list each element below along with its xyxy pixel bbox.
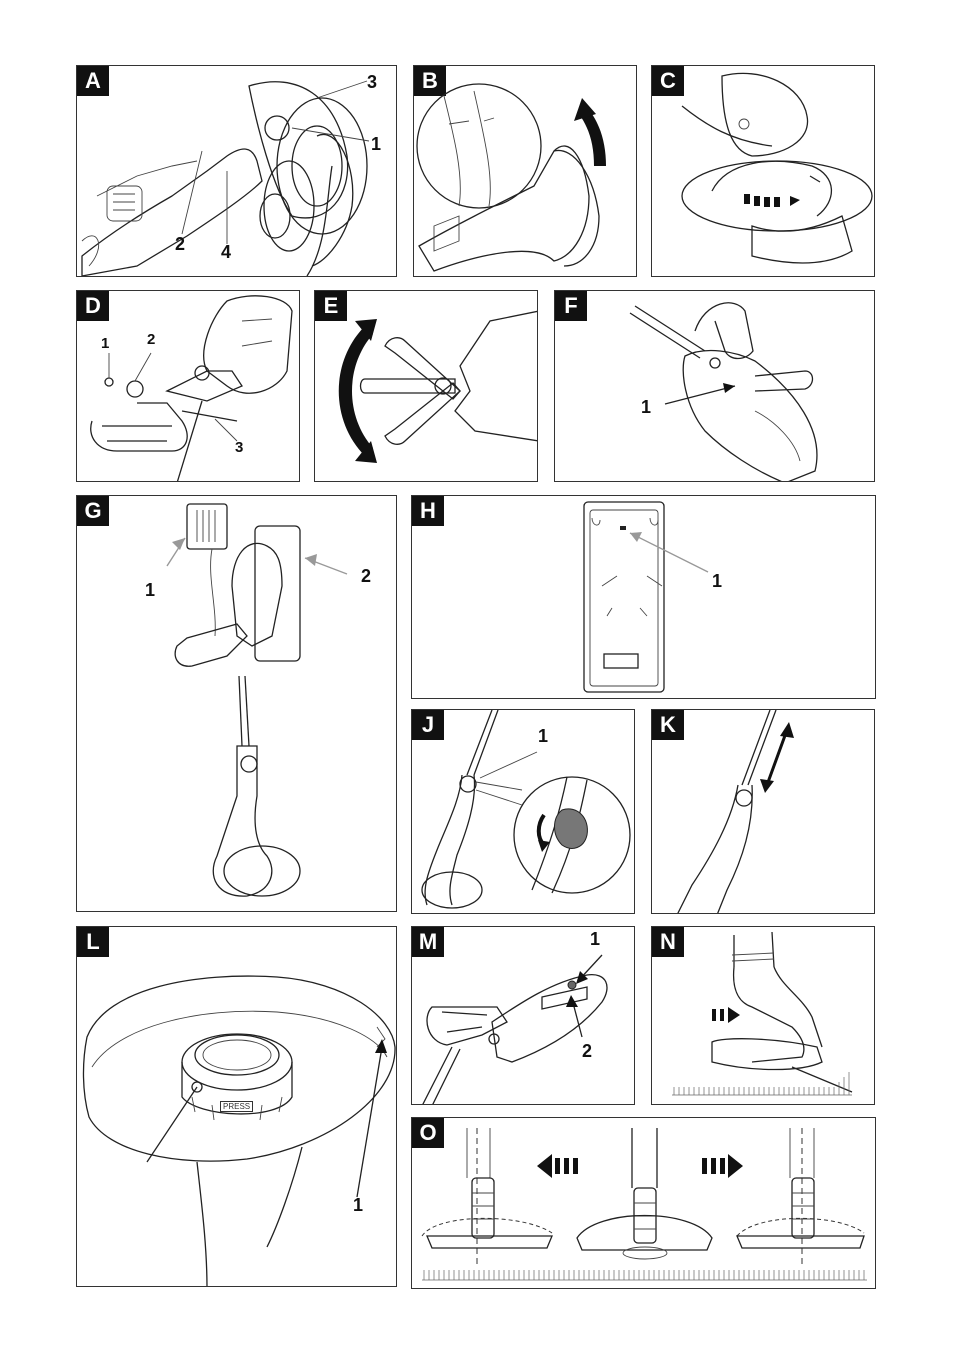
- panel-j: J 1: [411, 709, 635, 914]
- panel-k: K: [651, 709, 875, 914]
- callout-4: 4: [221, 242, 232, 262]
- panel-m: M 1 2: [411, 926, 635, 1105]
- wall-bracket-illustration: [583, 501, 709, 693]
- callout-2: 2: [175, 234, 186, 254]
- panel-a: A 3 1 2 4: [76, 65, 397, 277]
- panel-tag: G: [77, 496, 109, 526]
- panel-o: O: [411, 1117, 876, 1289]
- panel-tag: A: [77, 66, 109, 96]
- handle-mount-illustration: [629, 302, 818, 481]
- shaft-lock-illustration: [421, 710, 631, 909]
- panel-d: D 1 2 3: [76, 290, 300, 482]
- callout-2: 2: [361, 566, 372, 586]
- callout-1: 1: [353, 1195, 364, 1215]
- panel-tag: F: [555, 291, 587, 321]
- panel-tag: K: [652, 710, 684, 740]
- panel-tag: J: [412, 710, 444, 740]
- cutting-height-illustration: [421, 1128, 867, 1281]
- panel-n: N: [651, 926, 875, 1105]
- panel-b: B: [413, 65, 637, 277]
- callout-1: 1: [590, 929, 601, 949]
- wall-mount-charging-illustration: [166, 503, 348, 897]
- handle-assembly-illustration: [90, 295, 293, 481]
- trimmer-center: [576, 1128, 713, 1260]
- callout-1: 1: [712, 571, 723, 591]
- callout-3: 3: [367, 72, 378, 92]
- panel-tag: H: [412, 496, 444, 526]
- trimmer-rotate-illustration: [416, 83, 606, 272]
- panel-l: L PRESS 1: [76, 926, 397, 1287]
- trimmer-lock-illustration: [681, 72, 873, 264]
- right-arrow: [702, 1154, 743, 1178]
- trimmer-guard-illustration: [81, 80, 370, 276]
- panel-tag: O: [412, 1118, 444, 1148]
- panel-c: C: [651, 65, 875, 277]
- grass-ruler: [422, 1270, 867, 1281]
- press-label: PRESS: [220, 1101, 254, 1112]
- panel-tag: C: [652, 66, 684, 96]
- trimmer-right: [736, 1128, 865, 1268]
- lock-arrows: [744, 194, 800, 207]
- handle-rotation-illustration: [338, 310, 537, 463]
- shaft-adjust-illustration: [677, 710, 794, 913]
- trimmer-left: [421, 1128, 553, 1268]
- panel-tag: E: [315, 291, 347, 321]
- panel-g: G 1 2: [76, 495, 397, 912]
- grass-ruler: [672, 1072, 852, 1096]
- callout-1: 1: [641, 397, 652, 417]
- callout-1: 1: [371, 134, 382, 154]
- callout-1: 1: [538, 726, 549, 746]
- panel-tag: D: [77, 291, 109, 321]
- panel-tag: N: [652, 927, 684, 957]
- callout-1: 1: [145, 580, 156, 600]
- panel-e: E: [314, 290, 538, 482]
- callout-2: 2: [582, 1041, 593, 1061]
- panel-tag: M: [412, 927, 444, 957]
- panel-tag: B: [414, 66, 446, 96]
- spool-cover-illustration: [82, 975, 396, 1286]
- callout-2: 2: [147, 331, 156, 348]
- callout-1: 1: [101, 335, 110, 352]
- edge-trimming-illustration: [672, 931, 853, 1096]
- left-arrow: [537, 1154, 578, 1178]
- panel-h: H 1: [411, 495, 876, 699]
- trigger-switch-illustration: [422, 954, 608, 1104]
- panel-tag: L: [77, 927, 109, 957]
- panel-f: F 1: [554, 290, 875, 482]
- callout-3: 3: [235, 439, 244, 456]
